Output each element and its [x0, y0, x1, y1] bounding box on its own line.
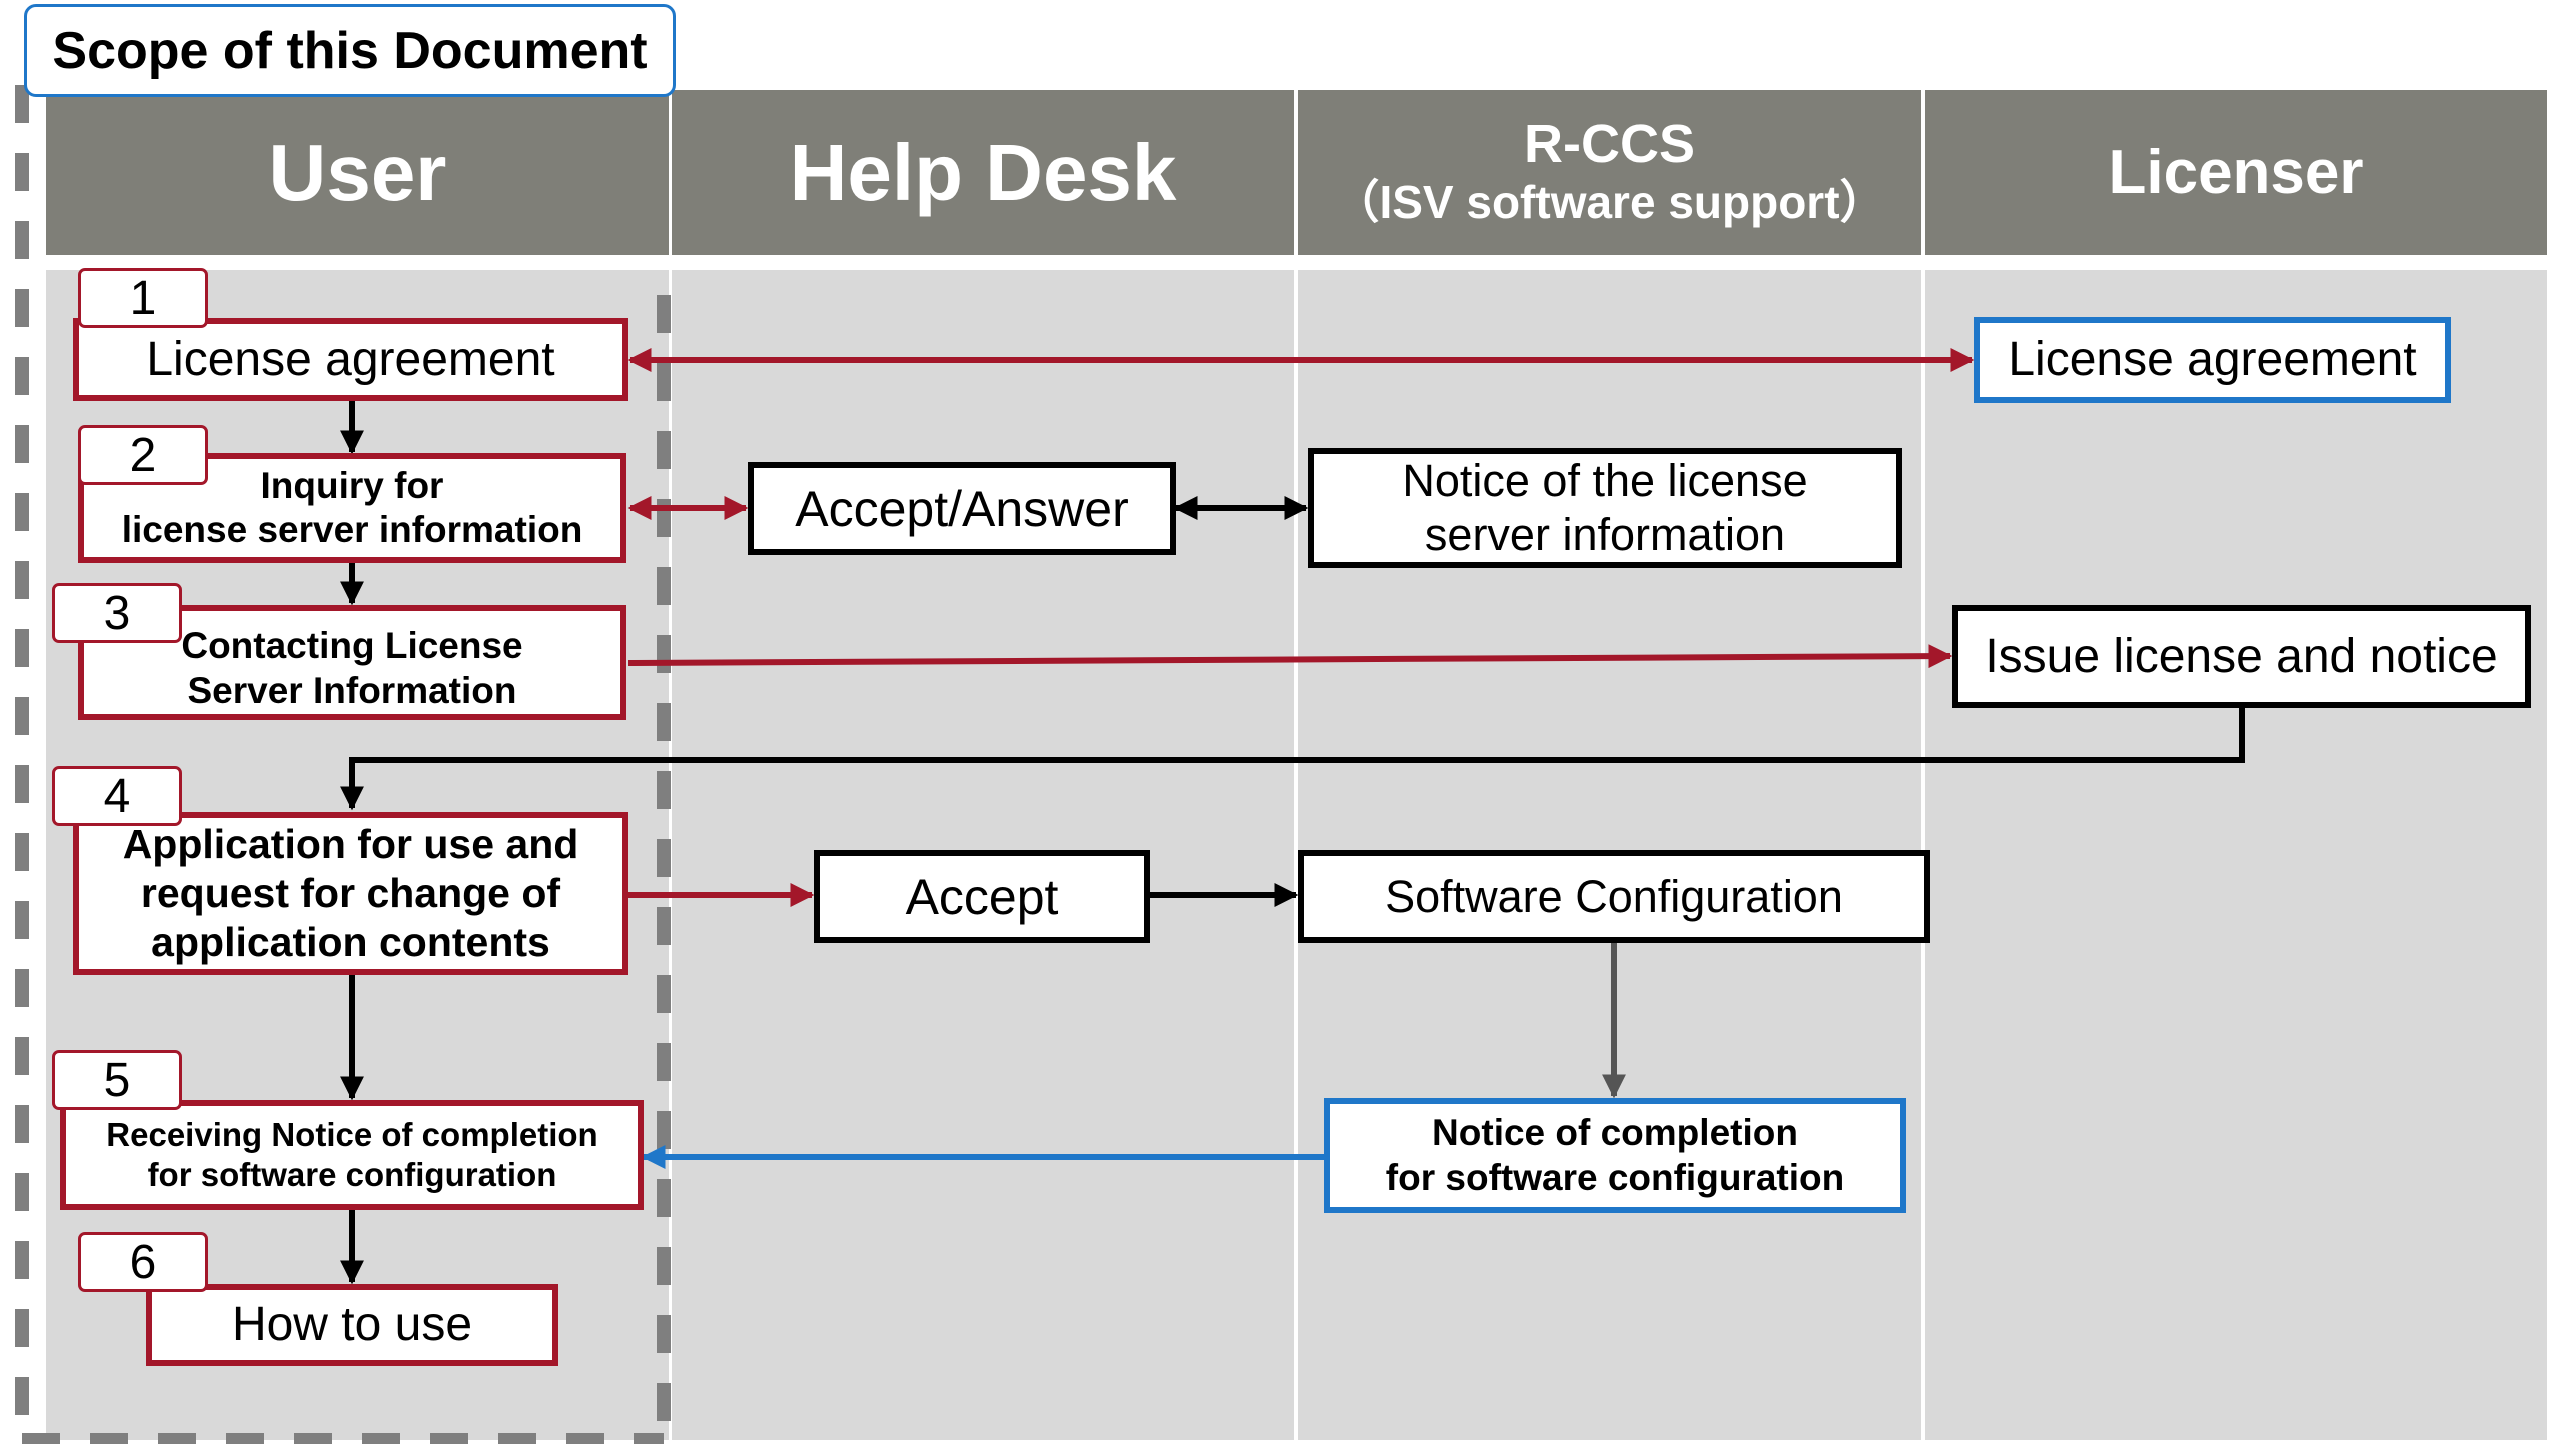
- step-2-number: 2: [78, 425, 208, 485]
- lane-header-user: User: [46, 90, 669, 255]
- accept-box: Accept: [814, 850, 1150, 943]
- lane-header-licenser: Licenser: [1925, 90, 2547, 255]
- lane-title: Help Desk: [789, 127, 1177, 217]
- step-3-box: Contacting License Server Information: [78, 605, 626, 720]
- arrow-issue-application: [340, 708, 2245, 811]
- step-1-box: License agreement: [73, 318, 628, 401]
- step-6-box: How to use: [146, 1284, 558, 1366]
- lane-body-licenser: [1925, 270, 2547, 1440]
- issue-license-box: Issue license and notice: [1952, 605, 2531, 708]
- lane-header-helpdesk: Help Desk: [672, 90, 1294, 255]
- step-4-box: Application for use and request for chan…: [73, 812, 628, 975]
- accept-answer-box: Accept/Answer: [748, 462, 1176, 555]
- step-5-number: 5: [52, 1050, 182, 1110]
- scope-label: Scope of this Document: [24, 4, 676, 97]
- step-4-number: 4: [52, 766, 182, 826]
- step-5-box: Receiving Notice of completion for softw…: [60, 1100, 644, 1210]
- lane-title: Licenser: [2108, 138, 2364, 207]
- lane-subtitle: （ISV software support）: [1333, 175, 1886, 228]
- licenser-license-agreement-box: License agreement: [1974, 317, 2451, 403]
- software-configuration-box: Software Configuration: [1298, 850, 1930, 943]
- lane-header-rccs: R-CCS （ISV software support）: [1298, 90, 1921, 255]
- step-6-number: 6: [78, 1232, 208, 1292]
- lane-title: R-CCS: [1524, 114, 1695, 175]
- step-1-number: 1: [78, 268, 208, 328]
- scope-boundary: [15, 85, 671, 1444]
- step-3-number: 3: [52, 583, 182, 643]
- arrow-contact-issue: [627, 644, 1953, 669]
- lane-title: User: [268, 127, 447, 217]
- notice-license-server-box: Notice of the license server information: [1308, 448, 1902, 568]
- notice-completion-box: Notice of completion for software config…: [1324, 1098, 1906, 1213]
